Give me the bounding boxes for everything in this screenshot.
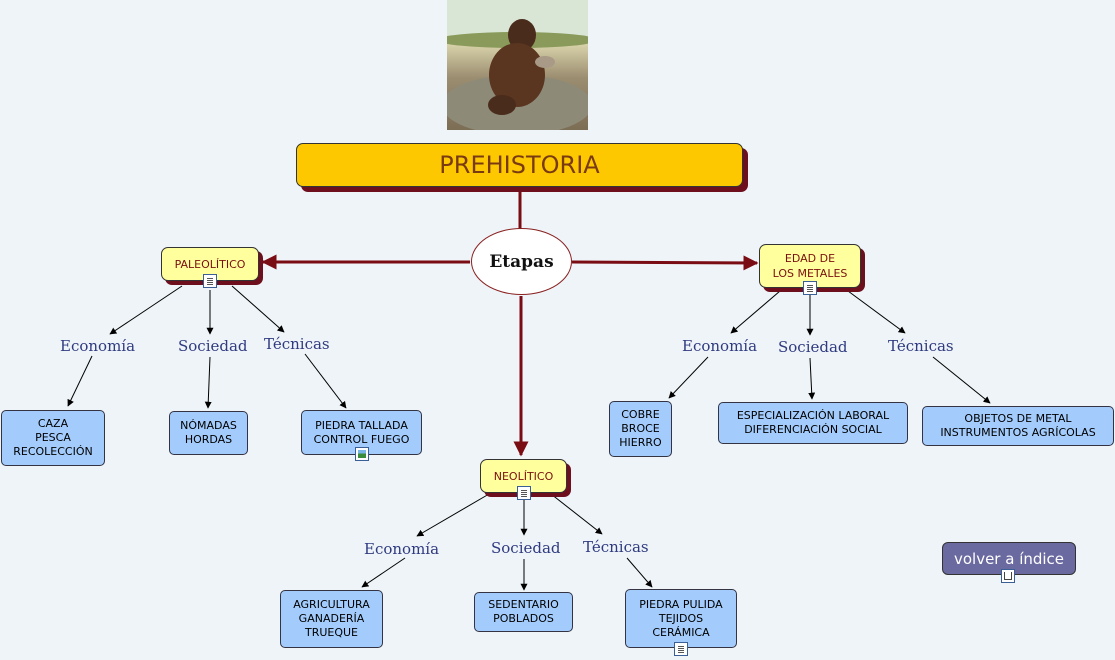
neolitico-tecnicas-node[interactable]: PIEDRA PULIDA TEJIDOS CERÁMICA: [625, 589, 737, 648]
etapas-label: Etapas: [489, 251, 554, 272]
image-icon[interactable]: [355, 447, 369, 461]
metales-sociedad-node[interactable]: ESPECIALIZACIÓN LABORAL DIFERENCIACIÓN S…: [718, 402, 908, 444]
title-label: PREHISTORIA: [439, 151, 600, 179]
neolitico-economia-items: AGRICULTURA GANADERÍA TRUEQUE: [293, 598, 370, 639]
neolitico-label: NEOLÍTICO: [493, 469, 554, 483]
neolitico-sociedad-label: Sociedad: [491, 539, 561, 557]
neolitico-economia-label: Economía: [364, 540, 440, 558]
metales-economia-label: Economía: [682, 337, 758, 355]
concept-map-icon[interactable]: [1001, 569, 1015, 583]
volver-a-indice-label: volver a índice: [953, 549, 1065, 568]
paleolitico-sociedad-node[interactable]: NÓMADAS HORDAS: [169, 411, 248, 455]
metales-node[interactable]: EDAD DE LOS METALES: [759, 244, 861, 288]
neolitico-sociedad-items: SEDENTARIO POBLADOS: [488, 598, 559, 625]
metales-economia-node[interactable]: COBRE BROCE HIERRO: [609, 401, 672, 457]
neolitico-tecnicas-label: Técnicas: [583, 538, 649, 556]
metales-sociedad-label: Sociedad: [778, 338, 848, 356]
neolitico-sociedad-node[interactable]: SEDENTARIO POBLADOS: [474, 592, 573, 632]
metales-economia-items: COBRE BROCE HIERRO: [619, 408, 662, 449]
metales-tecnicas-node[interactable]: OBJETOS DE METAL INSTRUMENTOS AGRÍCOLAS: [922, 406, 1114, 446]
paleolitico-economia-label: Economía: [60, 337, 136, 355]
volver-a-indice-button[interactable]: volver a índice: [942, 542, 1076, 575]
paleolitico-sociedad-items: NÓMADAS HORDAS: [180, 419, 237, 446]
document-icon[interactable]: [674, 642, 688, 656]
etapas-node[interactable]: Etapas: [471, 228, 572, 295]
paleolitico-economia-items: CAZA PESCA RECOLECCIÓN: [13, 417, 93, 458]
document-icon[interactable]: [803, 281, 817, 295]
prehistoric-man-drawing: [437, 0, 597, 135]
paleolitico-tecnicas-label: Técnicas: [264, 335, 330, 353]
title-node[interactable]: PREHISTORIA: [296, 143, 743, 187]
paleolitico-sociedad-label: Sociedad: [178, 337, 248, 355]
metales-sociedad-items: ESPECIALIZACIÓN LABORAL DIFERENCIACIÓN S…: [736, 409, 890, 436]
metales-tecnicas-items: OBJETOS DE METAL INSTRUMENTOS AGRÍCOLAS: [940, 412, 1096, 439]
neolitico-node[interactable]: NEOLÍTICO: [480, 459, 567, 493]
paleolitico-economia-node[interactable]: CAZA PESCA RECOLECCIÓN: [1, 410, 105, 466]
link-etapas-metales: [571, 255, 759, 271]
metales-tecnicas-label: Técnicas: [888, 337, 954, 355]
neolitico-tecnicas-items: PIEDRA PULIDA TEJIDOS CERÁMICA: [639, 597, 723, 639]
paleolitico-tecnicas-items: PIEDRA TALLADA CONTROL FUEGO: [313, 418, 410, 446]
metales-label: EDAD DE LOS METALES: [772, 252, 848, 280]
paleolitico-label: PALEOLÍTICO: [174, 257, 246, 271]
prehistoric-man-image: [437, 0, 597, 135]
document-icon[interactable]: [203, 274, 217, 288]
neolitico-economia-node[interactable]: AGRICULTURA GANADERÍA TRUEQUE: [280, 590, 383, 648]
document-icon[interactable]: [517, 486, 531, 500]
